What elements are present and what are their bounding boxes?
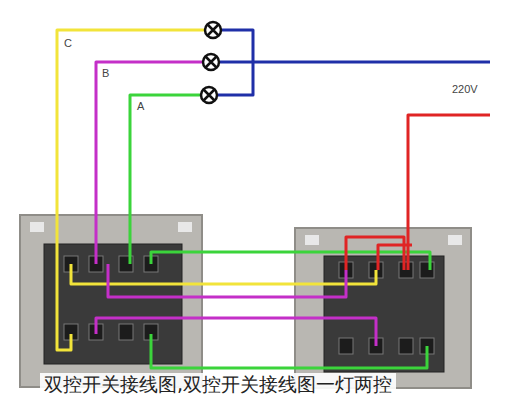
terminals — [64, 256, 434, 354]
wire-label: A — [137, 101, 144, 112]
wire-label: 220V — [452, 84, 478, 95]
lamp-symbols — [201, 22, 221, 103]
wire-label: B — [102, 68, 109, 79]
wire-label: C — [64, 38, 72, 49]
wires — [57, 30, 490, 368]
caption: 双控开关接线图,双控开关接线图一灯两控 — [40, 373, 396, 397]
switch-plates — [20, 215, 471, 388]
